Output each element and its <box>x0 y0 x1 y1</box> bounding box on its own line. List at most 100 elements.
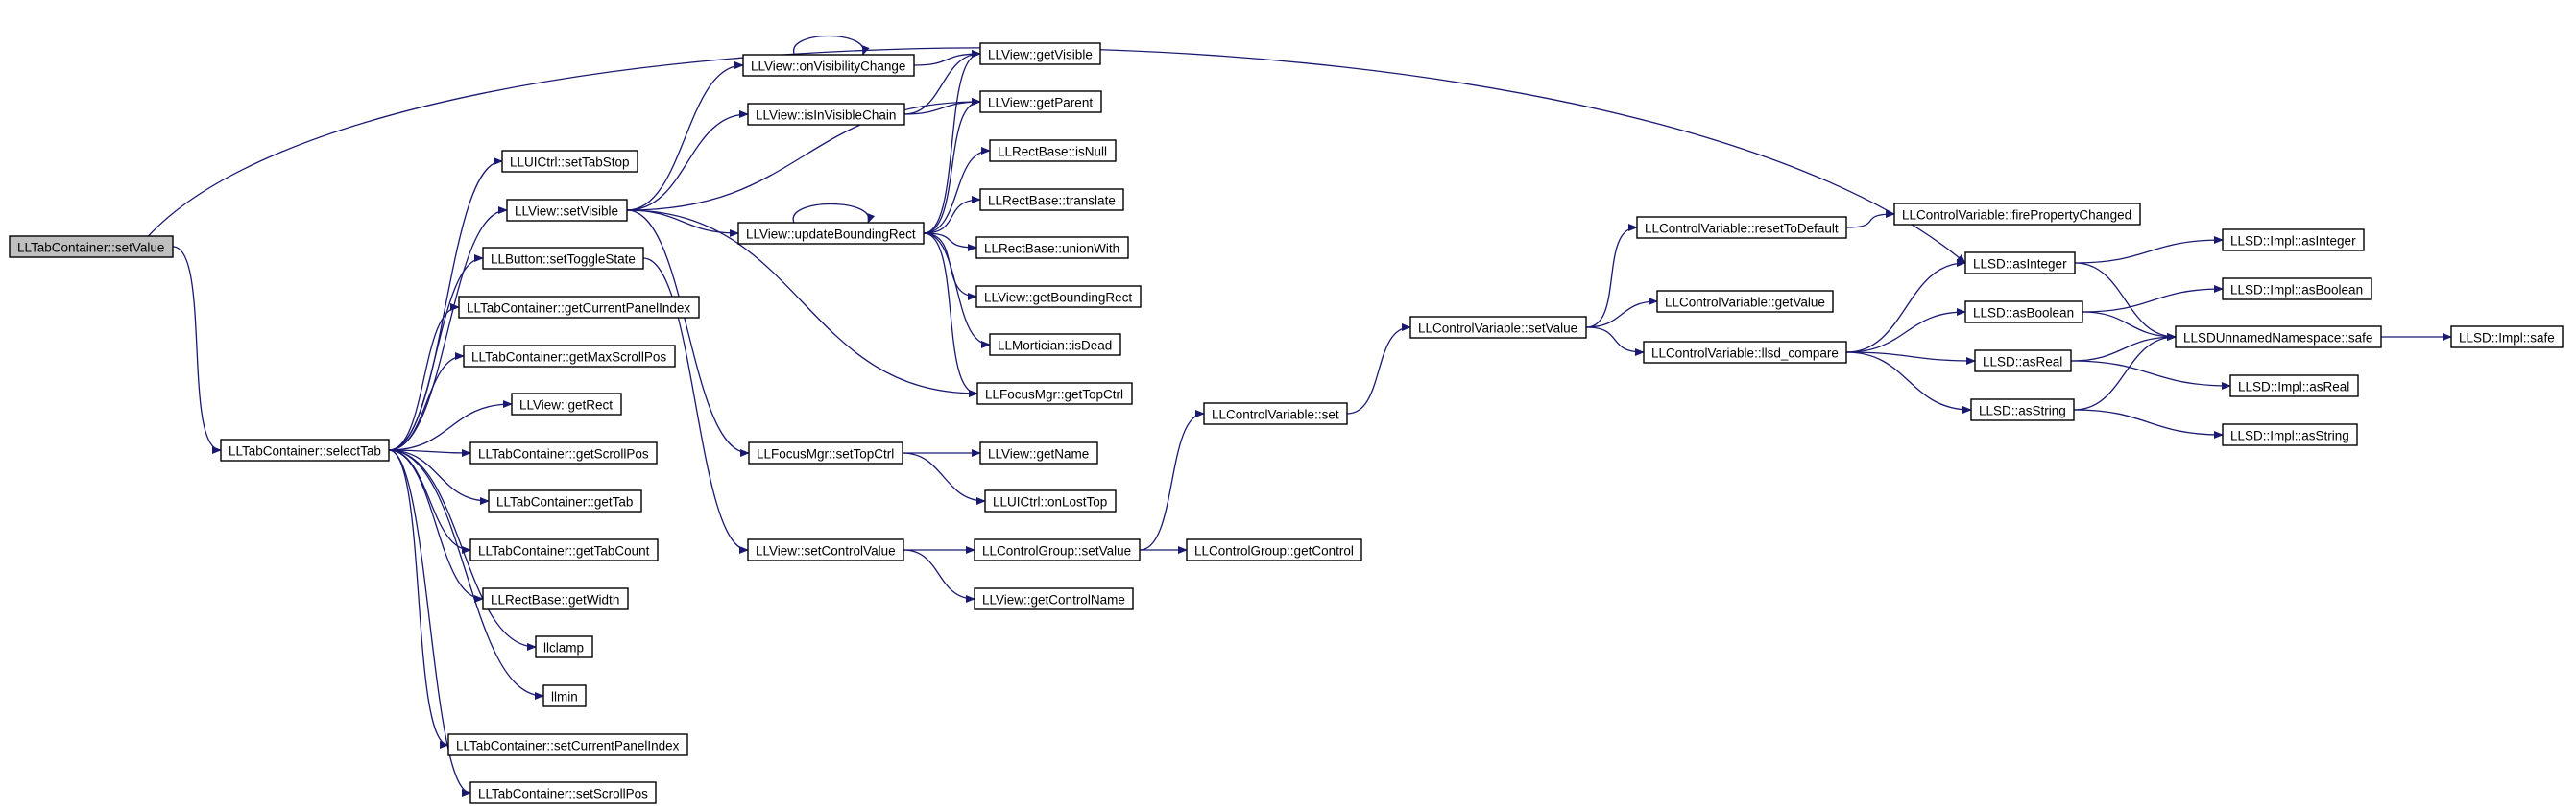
node-box <box>989 139 1117 162</box>
node-cv_setValue[interactable]: LLControlVariable::setValue <box>1409 316 1587 339</box>
edge-arrow <box>923 232 978 397</box>
node-llmin[interactable]: llmin <box>542 684 587 707</box>
node-getControlName[interactable]: LLView::getControlName <box>974 587 1134 610</box>
node-getTopCtrl[interactable]: LLFocusMgr::getTopCtrl <box>976 382 1133 405</box>
node-label: LLView::getVisible <box>988 48 1093 62</box>
node-impl_asBoolean[interactable]: LLSD::Impl::asBoolean <box>2222 277 2372 300</box>
node-box <box>1893 203 2141 226</box>
node-getParent[interactable]: LLView::getParent <box>979 90 1102 113</box>
node-getWidth[interactable]: LLRectBase::getWidth <box>482 587 629 610</box>
node-ns_safe[interactable]: LLSDUnnamedNamespace::safe <box>2175 325 2382 348</box>
edge-setValue_tab-to-selectTab <box>172 246 222 454</box>
edge-selectTab-to-getCurrentPanelIndex <box>388 303 460 451</box>
edge-arrow <box>626 209 750 457</box>
node-getControl[interactable]: LLControlGroup::getControl <box>1186 538 1362 561</box>
node-onLostTop[interactable]: LLUICtrl::onLostTop <box>984 489 1117 513</box>
node-box <box>2222 228 2365 251</box>
node-box <box>488 489 642 513</box>
node-llclamp[interactable]: llclamp <box>535 635 593 658</box>
node-getRect[interactable]: LLView::getRect <box>511 393 622 416</box>
node-box <box>2175 325 2382 348</box>
node-label: LLView::getRect <box>519 398 613 413</box>
node-cg_setValue[interactable]: LLControlGroup::setValue <box>974 538 1141 561</box>
node-getVisible[interactable]: LLView::getVisible <box>979 42 1101 65</box>
node-setScrollPos[interactable]: LLTabContainer::setScrollPos <box>469 781 657 804</box>
node-box <box>979 90 1102 113</box>
edge-isInVisibleChain-to-getVisible <box>903 50 981 115</box>
node-isNull[interactable]: LLRectBase::isNull <box>989 139 1117 162</box>
node-impl_safe[interactable]: LLSD::Impl::safe <box>2450 325 2564 348</box>
edge-arrow <box>2074 262 2177 341</box>
edge-updateBoundingRect-to-translate <box>923 196 981 234</box>
node-label: LLSD::asReal <box>1983 355 2062 370</box>
edge-arrow <box>388 448 471 457</box>
node-getName[interactable]: LLView::getName <box>979 441 1098 465</box>
node-llsd_compare[interactable]: LLControlVariable::llsd_compare <box>1643 341 1847 364</box>
node-cv_set[interactable]: LLControlVariable::set <box>1203 402 1348 425</box>
node-impl_asInteger[interactable]: LLSD::Impl::asInteger <box>2222 228 2365 251</box>
node-getTab[interactable]: LLTabContainer::getTab <box>488 489 642 513</box>
edge-setVisible-to-getTopCtrl <box>626 209 978 397</box>
node-setCurrentPanelIndex[interactable]: LLTabContainer::setCurrentPanelIndex <box>447 733 688 756</box>
node-box <box>511 393 622 416</box>
node-getTabCount[interactable]: LLTabContainer::getTabCount <box>469 538 659 561</box>
node-box <box>979 188 1124 211</box>
node-label: LLTabContainer::setCurrentPanelIndex <box>456 739 680 753</box>
node-label: LLControlVariable::llsd_compare <box>1651 346 1839 361</box>
node-getBoundingRect[interactable]: LLView::getBoundingRect <box>975 285 1142 308</box>
edge-setVisible-to-updateBoundingRect <box>626 209 739 237</box>
node-box <box>975 285 1142 308</box>
node-setTopCtrl[interactable]: LLFocusMgr::setTopCtrl <box>748 441 903 465</box>
edge-arrow <box>172 246 222 454</box>
node-label: LLUICtrl::onLostTop <box>993 495 1107 510</box>
node-unionWith[interactable]: LLRectBase::unionWith <box>975 236 1129 259</box>
node-label: LLUICtrl::setTabStop <box>510 155 630 170</box>
node-label: LLTabContainer::getTabCount <box>478 544 650 559</box>
node-asString[interactable]: LLSD::asString <box>1970 398 2075 421</box>
node-setControlValue[interactable]: LLView::setControlValue <box>747 538 904 561</box>
node-box <box>747 103 905 126</box>
node-isInVisibleChain[interactable]: LLView::isInVisibleChain <box>747 103 905 126</box>
edge-updateBoundingRect-to-getVisible <box>923 50 981 234</box>
edge-arrow <box>626 61 744 211</box>
node-firePropertyChanged[interactable]: LLControlVariable::firePropertyChanged <box>1893 203 2141 226</box>
node-getMaxScrollPos[interactable]: LLTabContainer::getMaxScrollPos <box>463 345 676 368</box>
node-updateBoundingRect[interactable]: LLView::updateBoundingRect <box>737 222 925 245</box>
node-setToggleState[interactable]: LLButton::setToggleState <box>482 247 644 270</box>
edge-selectTab-to-llclamp <box>388 449 537 651</box>
node-resetToDefault[interactable]: LLControlVariable::resetToDefault <box>1636 216 1847 239</box>
node-setVisible[interactable]: LLView::setVisible <box>506 199 628 222</box>
edge-asInteger-to-impl_asInteger <box>2074 236 2224 264</box>
node-label: LLView::getControlName <box>982 593 1125 608</box>
edge-asBoolean-to-impl_asBoolean <box>2082 285 2224 313</box>
node-setValue_tab[interactable]: LLTabContainer::setValue <box>9 235 174 258</box>
node-getCurrentPanelIndex[interactable]: LLTabContainer::getCurrentPanelIndex <box>458 296 700 319</box>
node-asInteger[interactable]: LLSD::asInteger <box>1964 251 2076 274</box>
node-label: LLSD::asBoolean <box>1973 306 2074 321</box>
node-impl_asString[interactable]: LLSD::Impl::asString <box>2222 423 2358 446</box>
node-selectTab[interactable]: LLTabContainer::selectTab <box>220 439 390 462</box>
edge-arrow <box>793 35 870 56</box>
node-label: LLView::getBoundingRect <box>984 291 1132 305</box>
edge-arrow <box>923 232 977 251</box>
node-asReal[interactable]: LLSD::asReal <box>1974 349 2072 372</box>
node-asBoolean[interactable]: LLSD::asBoolean <box>1964 300 2083 323</box>
edge-arrow <box>388 449 449 749</box>
node-impl_asReal[interactable]: LLSD::Impl::asReal <box>2229 374 2359 397</box>
node-box <box>984 489 1117 513</box>
node-onVisibilityChange[interactable]: LLView::onVisibilityChange <box>742 54 915 77</box>
node-getScrollPos[interactable]: LLTabContainer::getScrollPos <box>469 441 658 465</box>
node-cv_getValue[interactable]: LLControlVariable::getValue <box>1656 290 1834 313</box>
node-label: LLRectBase::unionWith <box>984 242 1119 256</box>
edge-arrow <box>923 147 991 234</box>
node-isDead[interactable]: LLMortician::isDead <box>989 333 1121 356</box>
edge-setControlValue-to-getControlName <box>903 549 975 603</box>
node-translate[interactable]: LLRectBase::translate <box>979 188 1124 211</box>
node-label: LLView::onVisibilityChange <box>751 60 905 74</box>
node-label: LLView::getParent <box>988 96 1093 110</box>
edge-setTopCtrl-to-onLostTop <box>902 452 986 505</box>
edge-arrow <box>626 209 978 397</box>
node-label: LLControlVariable::getValue <box>1665 296 1825 310</box>
edge-arrow <box>903 50 981 115</box>
node-setTabStop[interactable]: LLUICtrl::setTabStop <box>501 150 638 173</box>
